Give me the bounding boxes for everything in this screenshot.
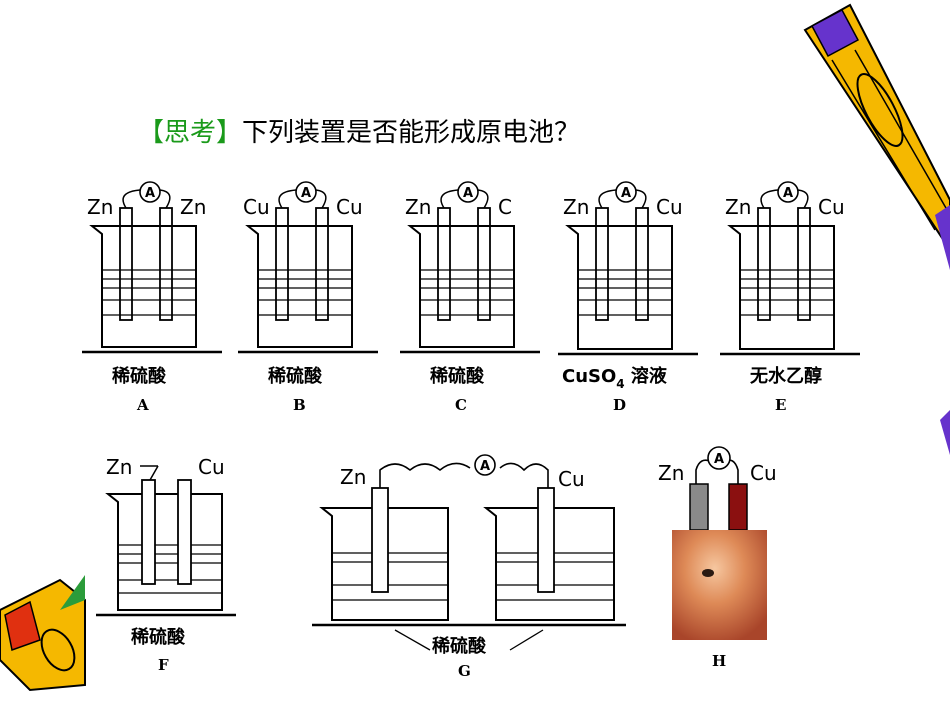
electrode-label-left: Zn [340,465,366,489]
solution-label: 无水乙醇 [750,365,822,387]
purple-accent-1 [935,205,950,270]
ammeter [295,181,317,203]
electrode-label-left: Zn [725,195,751,219]
right-electrode [315,207,329,321]
electrolyte-lines [118,544,222,594]
zn-electrode [141,479,156,585]
ammeter-label: A [783,186,793,201]
setup-g: Zn Cu A 稀硫酸 G [312,454,626,680]
pencil-decoration-bottom-left [0,575,86,692]
electrode-label-left: Zn [87,195,113,219]
setup-letter: D [613,396,626,414]
right-electrode [797,207,811,321]
setup-letter: G [458,662,471,680]
setup-f: Zn Cu 稀硫酸 F [96,455,236,674]
left-electrode [275,207,289,321]
setup-letter: H [712,652,726,670]
solution-label: 稀硫酸 [432,635,487,657]
ammeter-label: A [621,186,631,201]
ammeter [777,181,799,203]
electrode-label-left: Cu [243,195,270,219]
electrode-label-right: Cu [818,195,845,219]
electrode-label-right: Cu [750,461,777,485]
electrode-label-right: Cu [198,455,225,479]
heading-bracket-close: 】 [216,118,243,148]
cu-electrode [728,483,748,531]
heading-bracket-open: 【 [138,118,165,148]
ammeter-label: A [145,186,155,201]
purple-accent-2 [940,410,950,455]
setup-letter: A [136,396,149,414]
zn-electrode [689,483,709,531]
setup-letter: C [455,396,467,414]
cu-electrode [537,487,555,593]
left-electrode [595,207,609,321]
ammeter [615,181,637,203]
left-electrode [119,207,133,321]
ammeter-label: A [463,186,473,201]
electrode-label-right: Zn [180,195,206,219]
zn-electrode [371,487,389,593]
electrode-label-left: Zn [658,461,684,485]
electrode-label-right: Cu [656,195,683,219]
solution-label: 稀硫酸 [131,626,186,648]
electrode-label-right: Cu [558,467,585,491]
solution-label: 稀硫酸 [268,365,323,387]
ammeter-label: A [480,459,490,474]
electrode-label-left: Zn [563,195,589,219]
right-electrode [477,207,491,321]
setup-letter: F [158,656,169,674]
pencil-decoration-top-right [803,3,950,252]
heading-keyword: 思考 [164,118,217,148]
setup-h: Zn Cu A H [658,446,777,670]
electrode-label-left: Zn [106,455,132,479]
ammeter [707,446,731,470]
right-electrode [635,207,649,321]
left-electrode [437,207,451,321]
ammeter-label: A [714,452,724,467]
ammeter-label: A [301,186,311,201]
setup-b: A Cu Cu 稀硫酸 B [238,181,378,414]
cu-electrode [177,479,192,585]
solution-label: CuSO4 溶液 [562,365,668,391]
ammeter [474,454,496,476]
setup-e: A Zn Cu 无水乙醇 E [720,181,860,414]
ammeter [139,181,161,203]
fruit-image [672,530,767,640]
ammeter [457,181,479,203]
electrode-label-right: Cu [336,195,363,219]
right-electrode [159,207,173,321]
setup-a: A Zn Zn 稀硫酸 A [82,181,222,414]
fruit-stem-spot [702,569,714,577]
heading-question: 下列装置是否能形成原电池？ [242,118,581,148]
question-heading: 【思考】下列装置是否能形成原电池？ [138,112,580,149]
setup-letter: B [293,396,306,414]
solution-label: 稀硫酸 [430,365,485,387]
solution-label: 稀硫酸 [112,365,167,387]
electrode-label-right: C [498,195,512,219]
setup-letter: E [775,396,786,414]
electrode-label-left: Zn [405,195,431,219]
left-electrode [757,207,771,321]
